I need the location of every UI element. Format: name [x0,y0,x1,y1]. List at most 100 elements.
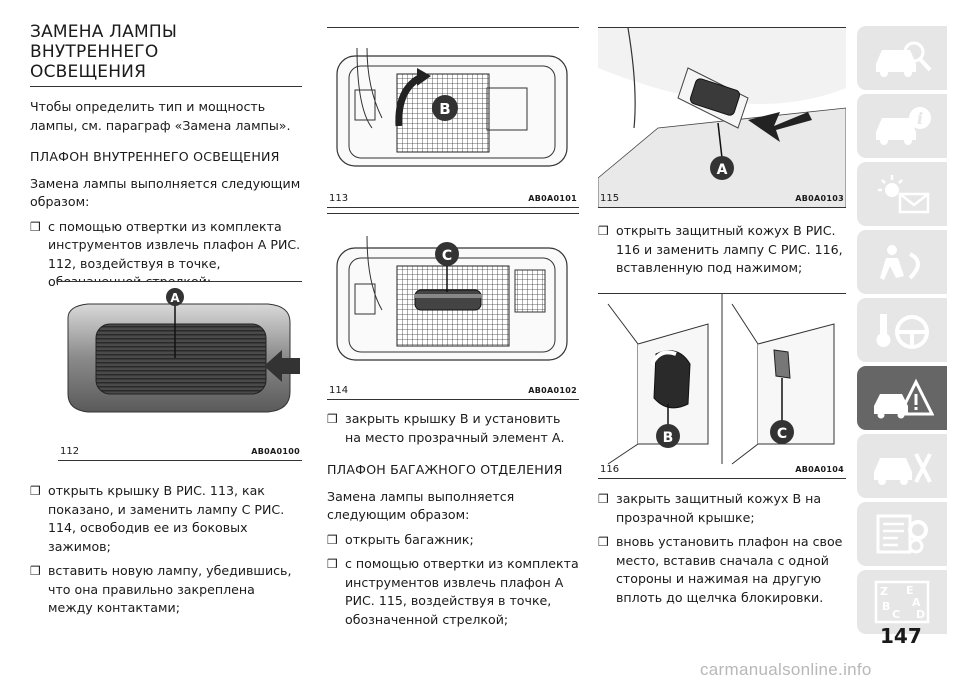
column-left: ЗАМЕНА ЛАМПЫ ВНУТРЕННЕГО ОСВЕЩЕНИЯ Чтобы… [30,22,302,292]
tab-dashboard[interactable] [857,26,947,90]
bullet-checkbox-icon: ❒ [30,219,41,234]
svg-text:i: i [917,109,923,128]
bullet-text: с помощью отвертки из комплекта инструме… [48,218,301,290]
figure-number: 114 [329,385,349,396]
car-wrench-icon [874,453,932,485]
figure-112: A 112 AB0A0100 [58,281,302,461]
chapter-tabs: i [857,26,947,638]
callout-a-label: A [170,291,180,305]
tab-technical-data[interactable] [857,502,947,566]
intro-paragraph: Чтобы определить тип и мощность лампы, с… [30,99,291,133]
airbag-passenger-icon [880,245,920,280]
tab-starting-driving[interactable] [857,298,947,362]
key-steering-wheel-icon [876,314,929,349]
arrow-icon [748,112,812,142]
bullet-item: ❒ закрыть крышку В и установить на место… [327,410,579,447]
bullet-text: с помощью отвертки из комплекта инструме… [345,556,579,627]
bullet-checkbox-icon: ❒ [327,557,338,571]
figure-code: AB0A0103 [795,194,844,203]
car-info-icon: i [876,107,931,145]
bullet-text: вставить новую лампу, убедившись, что он… [48,563,292,615]
tab-safety[interactable]: i [857,94,947,158]
section-heading: ЗАМЕНА ЛАМПЫ ВНУТРЕННЕГО ОСВЕЩЕНИЯ [30,22,302,87]
lamp-cover-open-illustration: B [336,47,568,167]
bullet-text: открыть крышку В РИС. 113, как показано,… [48,483,285,554]
svg-text:E: E [906,584,914,597]
figure-number: 116 [600,464,620,475]
car-crash-warning-icon [874,378,934,419]
bullet-checkbox-icon: ❒ [30,484,41,498]
page-number: 147 [880,624,922,648]
svg-text:D: D [916,608,925,621]
bullet-item: ❒ с помощью отвертки из комплекта инстру… [327,555,579,629]
bullet-item: ❒ открыть крышку В РИС. 113, как показан… [30,482,302,556]
bullet-text: закрыть защитный кожух В на прозрачной к… [616,491,822,525]
bullet-item: ❒ закрыть защитный кожух В на прозрачной… [598,490,846,527]
figure-code: AB0A0104 [795,465,844,474]
interior-lamp-illustration: A [67,288,300,413]
svg-text:A: A [912,596,921,609]
tab-maintenance[interactable] [857,434,947,498]
figure-number: 112 [60,446,80,457]
callout-a-marker [166,288,184,306]
callout-c-marker [435,242,459,266]
callout-c-label: C [442,248,452,264]
bullet-item: ❒ открыть защитный кожух В РИС. 116 и за… [598,222,846,278]
figure-number: 113 [329,193,349,204]
callout-c-label: C [777,426,787,442]
figure-113: B 113 AB0A0101 [327,27,579,208]
figure-code: AB0A0100 [251,447,300,456]
tab-emergency[interactable] [857,366,947,430]
figure-code: AB0A0102 [528,386,577,395]
subheading-trunk-light: ПЛАФОН БАГАЖНОГО ОТДЕЛЕНИЯ [327,462,563,477]
callout-b-label: B [439,100,450,118]
document-gear-icon [876,514,928,554]
callout-a-label: A [717,162,728,178]
bullet-text: вновь установить плафон на свое место, в… [616,534,843,605]
bullet-text: открыть багажник; [345,531,474,547]
subheading-interior-light: ПЛАФОН ВНУТРЕННЕГО ОСВЕЩЕНИЯ [30,149,280,164]
car-search-icon [876,41,932,77]
procedure-intro: Замена лампы выполняется следующим образ… [327,488,515,523]
bullet-text: открыть защитный кожух В РИС. 116 и заме… [616,223,843,275]
callout-b-marker [432,95,458,121]
bullet-checkbox-icon: ❒ [598,492,609,506]
arrow-icon [264,350,300,382]
procedure-intro: Замена лампы выполняется следующим образ… [30,175,301,210]
figure-114: C 114 AB0A0102 [327,213,579,400]
figure-116: B C 116 AB0A0104 [598,293,846,479]
trunk-lamp-illustration: A [598,28,846,207]
watermark: carmanualsonline.info [700,660,872,679]
callout-b-marker [656,424,680,448]
bullet-checkbox-icon: ❒ [598,535,609,549]
column-middle: ❒ закрыть крышку В и установить на место… [327,410,579,629]
section-heading-line2: ОСВЕЩЕНИЯ [30,62,147,82]
callout-c-marker [770,420,794,444]
warning-light-envelope-icon [878,175,930,214]
bullet-item: ❒ вновь установить плафон на свое место,… [598,533,846,607]
bullet-checkbox-icon: ❒ [327,412,338,426]
svg-text:Z: Z [880,585,888,598]
rotate-arrow-icon [417,68,431,86]
bullet-checkbox-icon: ❒ [30,564,41,578]
callout-a-marker [710,156,734,180]
trunk-lamp-cover-illustration: B C [607,294,835,465]
alphabet-index-icon: Z EA BC D [874,580,930,624]
bullet-item: ❒ вставить новую лампу, убедившись, что … [30,562,302,618]
section-heading-line1: ЗАМЕНА ЛАМПЫ ВНУТРЕННЕГО [30,22,178,62]
bullet-text: закрыть крышку В и установить на место п… [345,411,565,445]
svg-text:C: C [892,608,900,621]
column-right-upper: ❒ открыть защитный кожух В РИС. 116 и за… [598,222,846,278]
bullet-checkbox-icon: ❒ [327,532,338,547]
svg-text:B: B [882,600,890,613]
tab-warning-lights[interactable] [857,162,947,226]
figure-number: 115 [600,193,620,204]
tab-airbag[interactable] [857,230,947,294]
lamp-replacement-illustration: C [336,235,568,361]
column-right-lower: ❒ закрыть защитный кожух В на прозрачной… [598,490,846,607]
bullet-item: ❒ открыть багажник; [327,531,579,550]
bullet-checkbox-icon: ❒ [598,224,609,238]
figure-code: AB0A0101 [528,194,577,203]
column-left-lower: ❒ открыть крышку В РИС. 113, как показан… [30,476,302,618]
